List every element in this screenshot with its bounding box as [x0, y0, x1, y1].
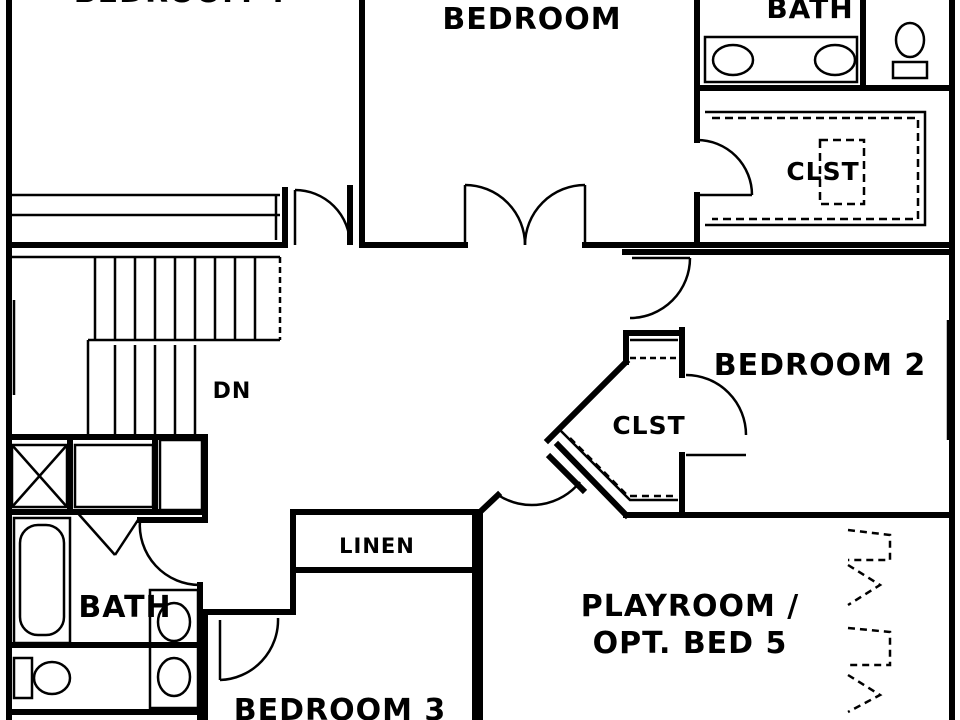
label-bedroom-3: BEDROOM 3	[234, 693, 447, 720]
room-labels: BEDROOM 4 BEDROOM BATH CLST BEDROOM 2 CL…	[74, 0, 927, 720]
label-bedroom-top: BEDROOM	[442, 2, 621, 37]
walls	[6, 0, 955, 720]
details	[9, 21, 950, 710]
label-bath-top: BATH	[766, 0, 853, 25]
label-playroom-line1: PLAYROOM /	[581, 589, 800, 624]
label-closet-mid: CLST	[612, 411, 685, 440]
label-stair-down: DN	[213, 379, 252, 404]
label-playroom-line2: OPT. BED 5	[593, 626, 788, 661]
label-bedroom-2: BEDROOM 2	[714, 348, 927, 383]
label-linen: LINEN	[339, 534, 415, 558]
label-bath-left: BATH	[78, 590, 171, 625]
doors	[74, 138, 892, 714]
label-bedroom-4: BEDROOM 4	[74, 0, 287, 10]
label-closet-top: CLST	[786, 157, 859, 186]
